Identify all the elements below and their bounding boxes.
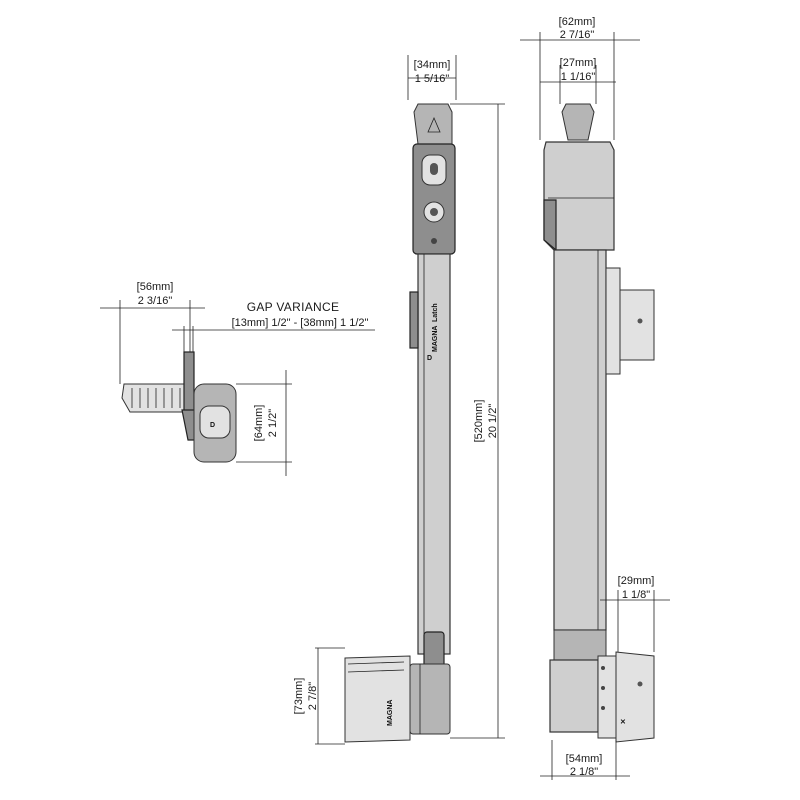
- base-height-mm: [73mm]: [293, 678, 305, 715]
- side-top-width-inch: 2 7/16": [560, 29, 595, 41]
- overall-height-mm: [520mm]: [473, 400, 485, 443]
- plan-height-inch: 2 1/2": [267, 409, 279, 437]
- plan-height-mm: [64mm]: [253, 405, 265, 442]
- gap-variance-range: [13mm] 1/2" - [38mm] 1 1/2": [232, 317, 369, 329]
- base-height-inch: 2 7/8": [307, 682, 319, 710]
- bracket-screw-hole: [637, 318, 643, 324]
- front-top-width-mm: [34mm]: [414, 59, 451, 71]
- keyhole-icon: [430, 208, 438, 216]
- plan-height-dim: [64mm] 2 1/2": [236, 370, 292, 476]
- front-pole: [417, 253, 451, 655]
- gap-variance-dim: GAP VARIANCE [13mm] 1/2" - [38mm] 1 1/2": [172, 300, 375, 356]
- front-brand-logo: MAGNA: [432, 326, 439, 352]
- side-top-width-mm: [62mm]: [559, 16, 596, 28]
- keeper-width-mm: [29mm]: [618, 575, 655, 587]
- side-knob-width-dim: [27mm] 1 1/16": [540, 57, 616, 104]
- plan-view: [56mm] 2 3/16" GAP VARIANCE [13mm] 1/2" …: [100, 281, 375, 476]
- front-top-width-inch: 1 5/16": [415, 73, 450, 85]
- front-view: [34mm] 1 5/16" MAGNA Latch D MAGNA: [293, 55, 505, 745]
- keeper-screw-hole: [637, 681, 643, 687]
- gap-variance-title: GAP VARIANCE: [247, 300, 340, 314]
- x-mark-icon: ✕: [620, 719, 626, 726]
- plan-lock-face: [199, 405, 231, 439]
- d-logo-icon: D: [427, 355, 432, 362]
- front-arrow-icon: [427, 116, 441, 133]
- side-bracket-flange: [619, 289, 655, 361]
- front-screw: [431, 238, 437, 244]
- plan-width-mm: [56mm]: [137, 281, 174, 293]
- overall-height-dim: [520mm] 20 1/2": [450, 103, 505, 739]
- overall-height-inch: 20 1/2": [487, 404, 499, 439]
- front-latch-tongue: [423, 631, 445, 669]
- side-knob-width-inch: 1 1/16": [561, 71, 596, 83]
- base-width-inch: 2 1/8": [570, 766, 598, 778]
- base-width-dim: [54mm] 2 1/8": [540, 740, 630, 780]
- side-keeper-plate: [615, 651, 655, 743]
- side-bracket-plate: [605, 267, 621, 375]
- front-top-width-dim: [34mm] 1 5/16": [407, 55, 457, 100]
- keeper-brand-logo: MAGNA: [387, 700, 394, 726]
- side-knob: [561, 103, 595, 141]
- base-height-dim: [73mm] 2 7/8": [293, 647, 345, 745]
- keeper-width-inch: 1 1/8": [622, 589, 650, 601]
- side-view: [62mm] 2 7/16" [27mm] 1 1/16": [520, 16, 670, 780]
- side-base-block: [549, 659, 599, 733]
- front-keeper: [344, 655, 411, 743]
- side-latch-plate: [597, 655, 617, 739]
- front-brand-sub: Latch: [432, 303, 439, 322]
- plan-gate-post: [183, 351, 195, 413]
- front-side-bracket: [409, 291, 419, 349]
- side-knob-width-mm: [27mm]: [560, 57, 597, 69]
- plan-d-logo-icon: D: [210, 422, 215, 429]
- side-pole: [553, 249, 607, 631]
- front-base-block: [409, 663, 451, 735]
- front-top-cap: [413, 103, 453, 145]
- base-width-mm: [54mm]: [566, 753, 603, 765]
- plan-width-inch: 2 3/16": [138, 295, 173, 307]
- side-top-width-dim: [62mm] 2 7/16": [520, 16, 640, 140]
- keeper-width-dim: [29mm] 1 1/8": [600, 575, 670, 652]
- front-button-slot: [430, 163, 438, 175]
- plan-width-dim: [56mm] 2 3/16": [100, 281, 205, 384]
